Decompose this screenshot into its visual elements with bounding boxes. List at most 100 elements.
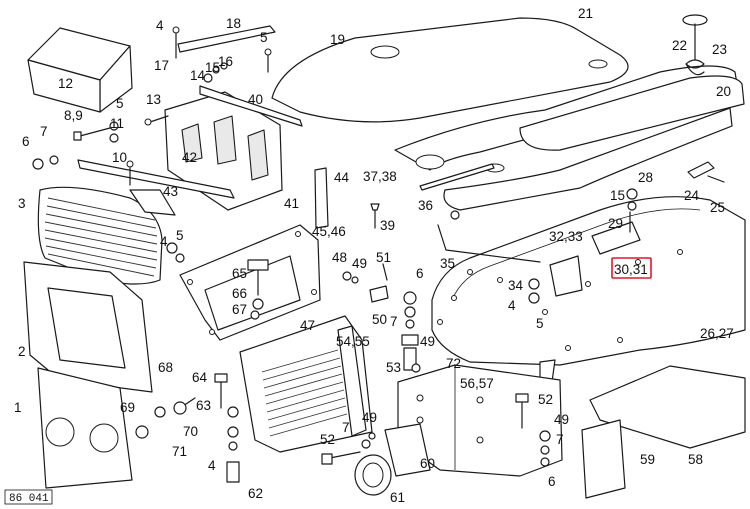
strip-44 [314, 167, 329, 229]
part-label-4: 4 [156, 18, 164, 33]
part-label-70: 70 [183, 424, 198, 439]
part-label-23: 23 [712, 42, 727, 57]
part-label-68: 68 [158, 360, 173, 375]
part-label-37-38: 37,38 [363, 169, 397, 184]
part-label-26-27: 26,27 [700, 326, 734, 341]
part-label-13: 13 [146, 92, 161, 107]
knob-22-23 [682, 14, 708, 76]
part-label-15: 15 [205, 60, 220, 75]
part-label-11: 11 [110, 116, 124, 131]
part-label-35: 35 [440, 256, 455, 271]
part-label-56-57: 56,57 [460, 376, 494, 391]
part-label-28: 28 [638, 170, 653, 185]
part-label-64: 64 [192, 370, 208, 385]
part-label-7: 7 [556, 432, 564, 447]
part-label-49: 49 [362, 410, 377, 425]
part-label-53: 53 [386, 360, 401, 375]
part-label-60: 60 [420, 456, 435, 471]
plate-40 [164, 91, 283, 211]
part-label-3: 3 [18, 196, 26, 211]
part-label-4: 4 [160, 234, 168, 249]
part-label-39: 39 [380, 218, 395, 233]
part-label-51: 51 [376, 250, 391, 265]
part-label-48: 48 [332, 250, 347, 265]
part-label-12: 12 [58, 76, 73, 91]
gasket-plate-1 [37, 367, 133, 489]
part-label-61: 61 [390, 490, 405, 505]
part-label-71: 71 [172, 444, 187, 459]
hardware-group [32, 26, 638, 483]
part-label-67: 67 [232, 302, 247, 317]
part-label-8-9: 8,9 [64, 108, 83, 123]
part-label-4: 4 [508, 298, 516, 313]
part-label-19: 19 [330, 32, 345, 47]
strip-42 [77, 159, 235, 199]
plate-60 [384, 423, 431, 477]
part-label-24: 24 [684, 188, 700, 203]
part-label-15: 15 [610, 188, 625, 203]
part-label-41: 41 [284, 196, 299, 211]
part-label-21: 21 [578, 6, 593, 21]
part-label-49: 49 [554, 412, 569, 427]
part-label-34: 34 [508, 278, 524, 293]
part-label-59: 59 [640, 452, 655, 467]
part-label-18: 18 [226, 16, 241, 31]
part-label-7: 7 [40, 124, 48, 139]
part-label-50: 50 [372, 312, 387, 327]
part-label-4: 4 [208, 458, 216, 473]
part-label-30-31: 30,31 [614, 262, 648, 277]
part-label-6: 6 [548, 474, 556, 489]
part-label-72: 72 [446, 356, 461, 371]
part-label-16: 16 [218, 54, 233, 69]
reference-code: 86 041 [9, 493, 49, 505]
grille-panel-47 [239, 315, 373, 453]
pin-25 [707, 175, 725, 183]
seal-61 [354, 454, 392, 496]
part-label-7: 7 [342, 420, 350, 435]
strip-18 [177, 25, 276, 53]
part-label-20: 20 [716, 84, 731, 99]
part-label-36: 36 [418, 198, 433, 213]
part-label-62: 62 [248, 486, 263, 501]
latch-24 [687, 161, 715, 179]
part-label-43: 43 [163, 184, 178, 199]
part-label-10: 10 [112, 150, 127, 165]
part-label-69: 69 [120, 400, 135, 415]
part-label-54-55: 54,55 [336, 334, 370, 349]
hood-panel-19 [271, 17, 629, 123]
engine-cover-26-27 [431, 196, 746, 385]
part-label-66: 66 [232, 286, 247, 301]
part-label-6: 6 [22, 134, 30, 149]
frame-45-46 [179, 224, 321, 341]
front-grille-3 [37, 186, 163, 285]
part-label-29: 29 [608, 216, 623, 231]
part-label-45-46: 45,46 [312, 224, 346, 239]
hood-panel-20 [443, 75, 745, 211]
part-label-6: 6 [416, 266, 424, 281]
side-housing-56-57 [397, 364, 563, 477]
part-label-14: 14 [190, 68, 206, 83]
bracket-59 [581, 419, 626, 499]
part-label-7: 7 [390, 314, 398, 329]
part-label-44: 44 [334, 170, 350, 185]
bracket-32-33 [549, 255, 583, 297]
plate-58 [589, 365, 746, 449]
part-label-52: 52 [538, 392, 553, 407]
part-label-5: 5 [116, 96, 124, 111]
rod-37-38 [419, 163, 495, 191]
highlight-box [611, 257, 652, 279]
part-label-42: 42 [182, 150, 197, 165]
strip-41 [199, 85, 303, 127]
part-label-5: 5 [260, 30, 268, 45]
part-label-52: 52 [320, 432, 335, 447]
part-label-58: 58 [688, 452, 703, 467]
reference-code-box: 86 041 [4, 489, 53, 505]
part-label-25: 25 [710, 200, 725, 215]
part-label-40: 40 [248, 92, 263, 107]
cover-12 [27, 27, 133, 113]
rod-35 [437, 224, 541, 263]
part-label-22: 22 [672, 38, 687, 53]
part-label-65: 65 [232, 266, 247, 281]
